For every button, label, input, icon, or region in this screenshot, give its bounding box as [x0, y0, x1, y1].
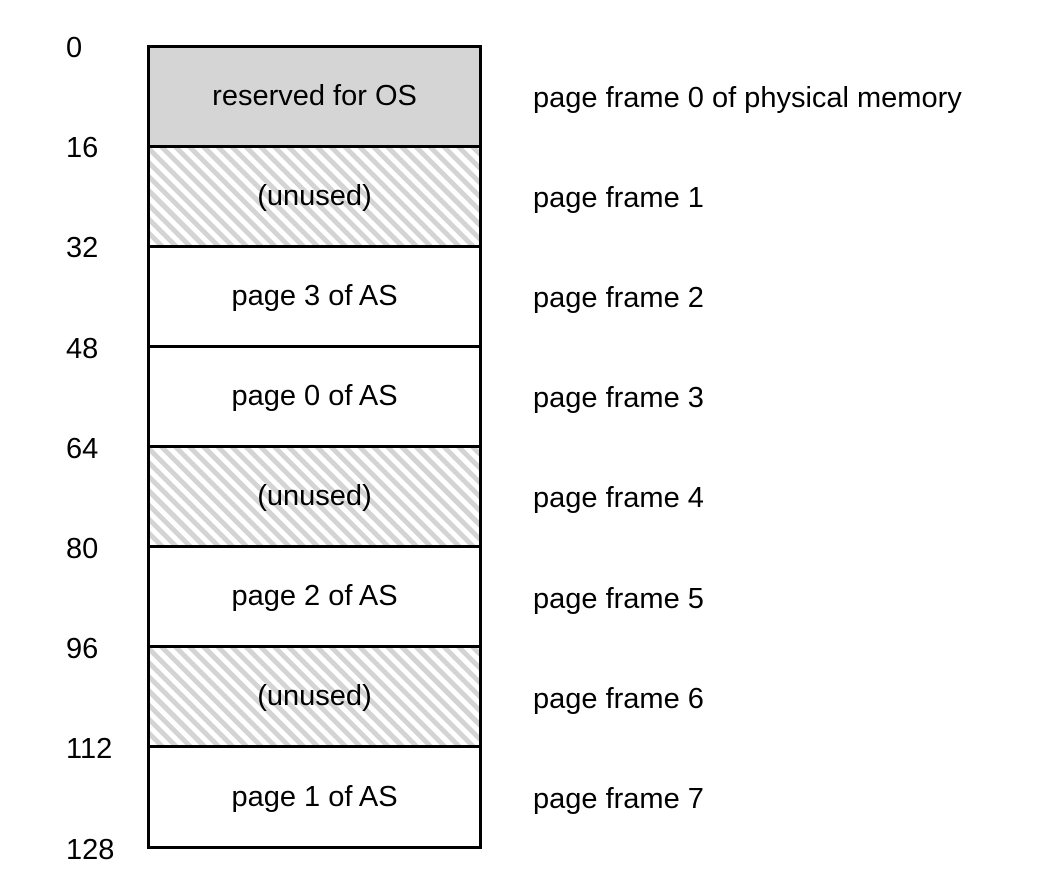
address-label-48: 48	[66, 333, 99, 365]
frame-label-2: page frame 2	[533, 282, 704, 314]
address-labels: 0 16 32 48 64 80 96 112 128	[0, 0, 140, 894]
frame-label-4: page frame 4	[533, 482, 704, 514]
frame-cell-4: (unused)	[147, 445, 482, 548]
frame-cell-text: reserved for OS	[212, 80, 417, 112]
frame-label-7: page frame 7	[533, 783, 704, 815]
frame-cell-0: reserved for OS	[147, 45, 482, 148]
frame-label-5: page frame 5	[533, 583, 704, 615]
frame-cell-5: page 2 of AS	[147, 545, 482, 648]
frame-cell-text: page 1 of AS	[231, 780, 398, 813]
frame-cell-text: page 0 of AS	[231, 380, 398, 412]
frame-label-1: page frame 1	[533, 182, 704, 214]
address-label-64: 64	[66, 433, 99, 465]
address-label-0: 0	[66, 32, 83, 64]
address-label-96: 96	[66, 633, 99, 665]
address-label-80: 80	[66, 533, 99, 565]
address-label-16: 16	[66, 132, 99, 164]
frame-cell-6: (unused)	[147, 645, 482, 748]
frame-label-6: page frame 6	[533, 683, 704, 715]
address-label-128: 128	[66, 834, 115, 866]
frame-cell-text: (unused)	[257, 480, 372, 512]
frame-label-3: page frame 3	[533, 382, 704, 414]
frame-cell-text: page 2 of AS	[231, 580, 398, 612]
frame-label-0: page frame 0 of physical memory	[533, 82, 962, 114]
frame-cell-7: page 1 of AS	[147, 745, 482, 849]
frame-cell-text: (unused)	[257, 680, 372, 712]
memory-column: reserved for OS (unused) page 3 of AS pa…	[147, 45, 482, 849]
address-label-112: 112	[66, 733, 113, 765]
frame-cell-3: page 0 of AS	[147, 345, 482, 448]
frame-cell-1: (unused)	[147, 145, 482, 248]
address-label-32: 32	[66, 232, 99, 264]
frame-cell-text: (unused)	[257, 180, 372, 212]
frame-cell-2: page 3 of AS	[147, 245, 482, 348]
frame-cell-text: page 3 of AS	[231, 280, 398, 312]
frame-labels: page frame 0 of physical memory page fra…	[533, 0, 1043, 894]
